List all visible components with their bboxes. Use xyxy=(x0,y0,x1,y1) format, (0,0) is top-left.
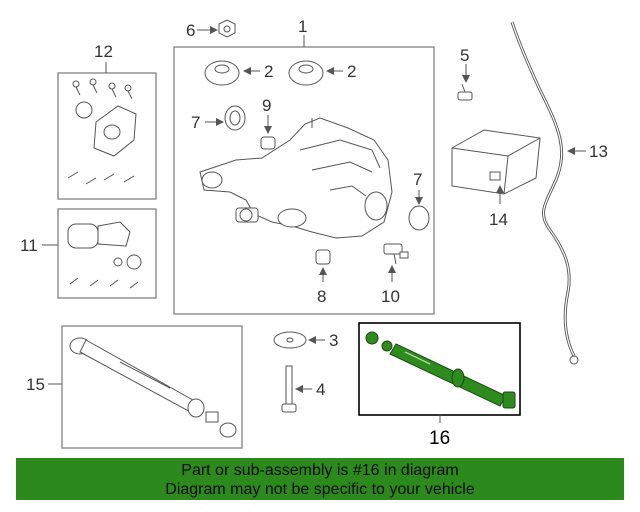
callout-6: 6 xyxy=(186,21,195,40)
callout-11: 11 xyxy=(20,236,38,255)
callout-14: 14 xyxy=(489,210,508,229)
callout-16: 16 xyxy=(429,428,450,449)
callout-7-lower: 7 xyxy=(413,170,422,189)
callout-7-upper: 7 xyxy=(191,113,200,132)
cover-kit-parts xyxy=(67,78,137,185)
front-driveshaft-part xyxy=(69,337,237,438)
callout-8: 8 xyxy=(317,287,326,306)
vent-hose-part xyxy=(510,21,579,365)
actuator-kit-box xyxy=(57,208,157,299)
bolt-part xyxy=(457,83,473,101)
callout-2-left: 2 xyxy=(264,62,273,81)
cover-kit-box xyxy=(57,72,157,200)
callout-3: 3 xyxy=(329,331,338,350)
banner-line-1: Part or sub-assembly is #16 in diagram xyxy=(181,462,459,479)
mount-bushing-left xyxy=(204,60,240,86)
mount-bushing-right xyxy=(288,60,324,86)
control-module-part xyxy=(451,129,541,195)
callout-5: 5 xyxy=(460,46,469,65)
banner-line-2: Diagram may not be specific to your vehi… xyxy=(165,481,475,498)
washer-part xyxy=(273,331,307,349)
front-driveshaft-box xyxy=(61,325,243,449)
callout-10: 10 xyxy=(381,287,400,306)
callout-15: 15 xyxy=(26,375,45,394)
callout-9: 9 xyxy=(262,96,271,115)
callout-4: 4 xyxy=(316,380,325,399)
bushing-lower-part xyxy=(315,249,331,265)
sensor-part xyxy=(383,243,409,265)
differential-housing xyxy=(199,117,393,239)
seal-upper xyxy=(224,105,246,131)
callout-1: 1 xyxy=(298,17,307,36)
info-banner: Part or sub-assembly is #16 in diagram D… xyxy=(16,458,624,500)
actuator-kit-parts xyxy=(67,221,142,289)
bushing-part xyxy=(260,136,276,150)
nut-part xyxy=(218,19,236,38)
o-ring-part xyxy=(408,205,430,231)
rear-driveshaft-part xyxy=(365,331,516,409)
long-bolt-part xyxy=(281,365,297,413)
callout-2-right: 2 xyxy=(347,62,356,81)
callout-12: 12 xyxy=(94,42,113,61)
callout-13: 13 xyxy=(589,142,608,161)
